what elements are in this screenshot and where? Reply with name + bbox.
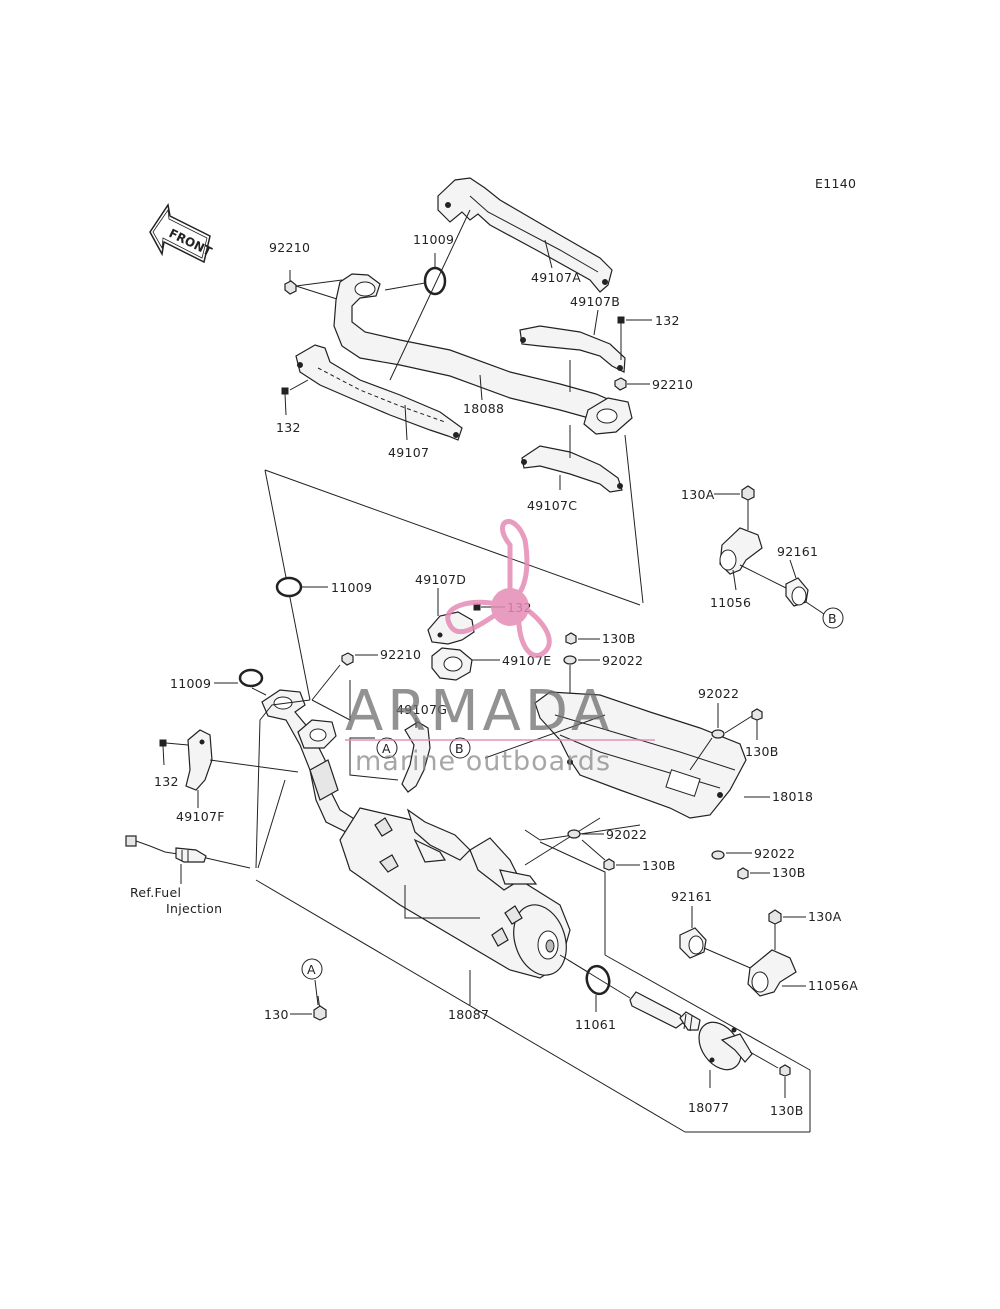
part-49107d-label: 49107D	[415, 572, 466, 587]
part-130-label: 130	[264, 1007, 289, 1022]
bolt-130b-lower	[603, 858, 615, 871]
svg-text:A: A	[382, 741, 391, 756]
watermark-tagline: marine outboards	[355, 746, 611, 777]
bracket-11056a	[747, 949, 797, 997]
part-49107f-label: 49107F	[176, 809, 225, 824]
part-49107b-label: 49107B	[570, 294, 620, 309]
part-130b-lower-right-label: 130B	[772, 865, 806, 880]
ref-note-line-1: Ref.Fuel	[130, 885, 181, 900]
part-11056a-label: 11056A	[808, 978, 858, 993]
front-arrow-icon: FRONT	[149, 203, 215, 264]
svg-text:A: A	[307, 962, 316, 977]
part-92210-right-label: 92210	[652, 377, 693, 392]
part-130a-top-label: 130A	[681, 487, 715, 502]
bolt-132-mid	[473, 603, 481, 611]
part-92210-mid-label: 92210	[380, 647, 421, 662]
marker-b-mid: B	[449, 737, 471, 759]
part-130b-bottom-label: 130B	[770, 1103, 804, 1118]
heat-guard-49107e	[431, 647, 473, 681]
part-11009-left-label: 11009	[170, 676, 211, 691]
bracket-11056	[719, 527, 763, 575]
marker-a-mid: A	[376, 737, 398, 759]
part-92022-lower-right-label: 92022	[754, 846, 795, 861]
part-49107a-label: 49107A	[531, 270, 581, 285]
part-92210-top-label: 92210	[269, 240, 310, 255]
header-pipe	[261, 689, 357, 833]
part-132-bottom-left-label: 132	[154, 774, 179, 789]
gasket-11061	[585, 964, 611, 996]
heat-guard-49107c	[521, 445, 623, 493]
collar-92161-top	[785, 577, 809, 607]
part-18088-label: 18088	[463, 401, 504, 416]
part-130b-mid-label: 130B	[602, 631, 636, 646]
diagram-code: E1140	[815, 176, 856, 191]
washer-92022-mid	[563, 655, 577, 665]
marker-a-bottom: A	[301, 958, 323, 980]
part-132-left-label: 132	[276, 420, 301, 435]
bolt-132-top-right	[617, 316, 625, 360]
heat-guard-49107f	[185, 729, 213, 791]
muffler-18087	[339, 807, 571, 979]
part-92161-bottom-label: 92161	[671, 889, 712, 904]
heat-guard-49107a	[437, 177, 613, 293]
marker-b-top: B	[822, 607, 844, 629]
part-130a-bottom-label: 130A	[808, 909, 842, 924]
bolt-130	[313, 995, 327, 1021]
nut-92210-top	[284, 280, 297, 295]
part-132-top-right-label: 132	[655, 313, 680, 328]
spark-arrestor-18077	[629, 991, 753, 1071]
part-92022-right-label: 92022	[698, 686, 739, 701]
part-11061-label: 11061	[575, 1017, 616, 1032]
oxygen-sensor	[125, 835, 207, 863]
svg-text:B: B	[455, 741, 464, 756]
gasket-11009-left	[238, 668, 264, 688]
part-92022-lower-label: 92022	[606, 827, 647, 842]
part-18077-label: 18077	[688, 1100, 729, 1115]
nut-92210-mid	[341, 652, 354, 666]
part-18018-label: 18018	[772, 789, 813, 804]
part-11009-top-label: 11009	[413, 232, 454, 247]
heat-guard-49107	[295, 344, 463, 441]
nut-92210-right	[614, 377, 627, 391]
heat-guard-49107b	[519, 325, 626, 373]
bolt-130a-bottom	[768, 909, 782, 950]
part-49107g-label: 49107G	[396, 702, 447, 717]
part-18087-label: 18087	[448, 1007, 489, 1022]
armada-logo-icon	[445, 519, 552, 658]
watermark-brand: ARMADA	[345, 679, 613, 744]
part-11056-label: 11056	[710, 595, 751, 610]
part-49107-label: 49107	[388, 445, 429, 460]
collar-92161-bottom	[679, 927, 707, 959]
bolt-130b-lower-right	[737, 867, 749, 880]
ref-note-line-2: Injection	[166, 901, 222, 916]
gasket-11009-top	[423, 266, 447, 296]
bolt-130a-top	[741, 485, 755, 530]
washer-92022-lower-right	[711, 850, 725, 860]
gasket-11009-mid	[275, 576, 303, 598]
bolt-130b-bottom	[779, 1064, 791, 1077]
part-92022-mid-label: 92022	[602, 653, 643, 668]
part-11009-mid-label: 11009	[331, 580, 372, 595]
exhaust-pipe-18088	[333, 273, 633, 435]
heat-shield-18018	[534, 691, 747, 819]
bolt-132-left	[281, 387, 289, 416]
washer-92022-lower	[567, 829, 581, 839]
bolt-132-bottom-left	[159, 739, 167, 766]
washer-92022-right	[711, 729, 725, 739]
part-130b-lower-label: 130B	[642, 858, 676, 873]
part-49107c-label: 49107C	[527, 498, 577, 513]
svg-text:B: B	[828, 611, 837, 626]
bolt-130b-mid	[565, 632, 577, 645]
part-130b-right-label: 130B	[745, 744, 779, 759]
part-92161-top-label: 92161	[777, 544, 818, 559]
bolt-130b-right	[751, 708, 763, 740]
